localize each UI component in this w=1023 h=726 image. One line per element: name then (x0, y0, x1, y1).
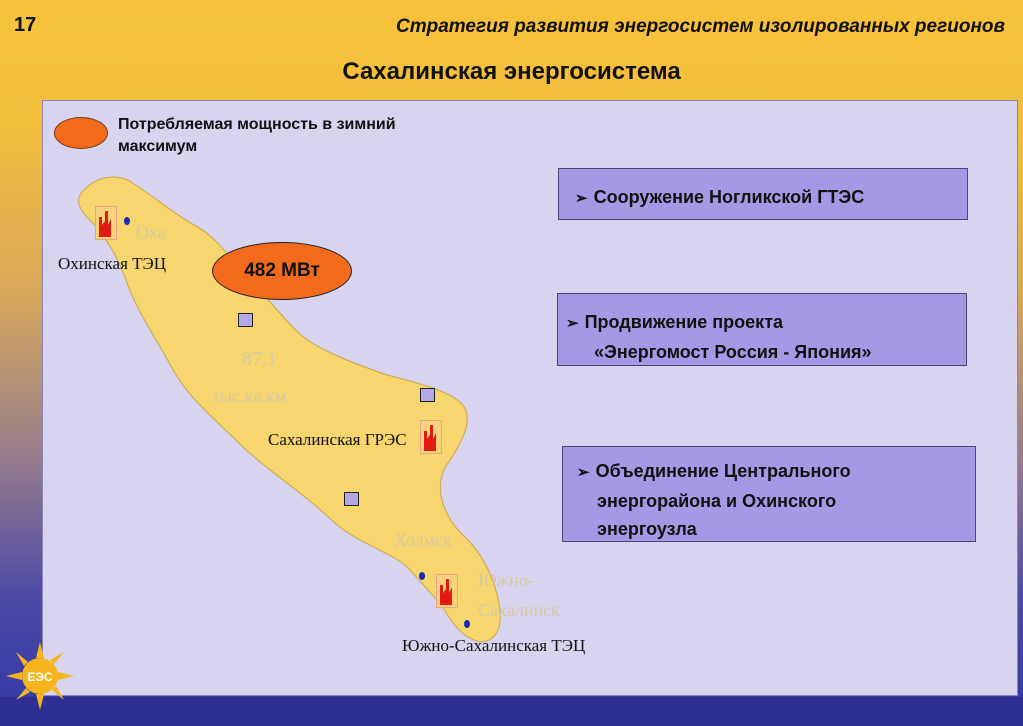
arrow-bullet-icon: ➢ (566, 315, 579, 332)
legend-text: Потребляемая мощность в зимний максимум (118, 116, 396, 155)
yuzhno-sakhalinsk-label-line2: Сахалинск (478, 600, 560, 620)
area-value: 87.1 (242, 348, 277, 370)
legend-power-ellipse (54, 117, 108, 149)
info-box-nogliki: ➢ Сооружение Ногликской ГТЭС (558, 168, 968, 220)
substation-square-icon (420, 388, 435, 402)
logo-text: ЕЭС (27, 670, 53, 684)
info-box-text: Сооружение Ногликской ГТЭС (593, 187, 865, 207)
energy-sun-logo-icon: ЕЭС (4, 640, 76, 712)
info-box-line: энергорайона и Охинского (597, 491, 837, 511)
footer-bar (0, 697, 1023, 726)
kholmsk-city-dot-icon (419, 572, 425, 580)
okha-city-dot-icon (124, 217, 130, 225)
yuzhno-sakhalinsk-tec-label: Южно-Сахалинская ТЭЦ (402, 636, 586, 655)
area-unit: тыс.кв.км (212, 386, 287, 406)
info-box-energy-bridge: ➢ Продвижение проекта «Энергомост Россия … (557, 293, 967, 366)
info-box-line: энергоузла (597, 519, 697, 539)
substation-square-icon (344, 492, 359, 506)
yuzhno-tec-factory-icon (436, 574, 458, 608)
slide-number: 17 (14, 14, 37, 36)
info-box-line: Продвижение проекта (584, 312, 784, 332)
yuzhno-sakhalinsk-label-line1: Южно- (478, 570, 534, 590)
sakhalin-gres-factory-icon (420, 420, 442, 454)
page-title: Сахалинская энергосистема (342, 58, 681, 85)
arrow-bullet-icon: ➢ (577, 464, 590, 481)
okha-city-label: Оха (136, 222, 166, 242)
presentation-subtitle: Стратегия развития энергосистем изолиров… (395, 16, 1005, 37)
info-box-line: «Энергомост Россия - Япония» (594, 342, 872, 362)
yuzhno-city-dot-icon (464, 620, 470, 628)
sakhalin-gres-label: Сахалинская ГРЭС (268, 430, 407, 449)
power-value-ellipse: 482 МВт (212, 242, 352, 300)
arrow-bullet-icon: ➢ (575, 190, 588, 207)
kholmsk-label: Холмск (394, 530, 452, 550)
substation-square-icon (238, 313, 253, 327)
okha-tec-factory-icon (95, 206, 117, 240)
okha-tec-label: Охинская ТЭЦ (58, 254, 167, 273)
info-box-integration: ➢ Объединение Центрального энергорайона и… (562, 446, 976, 542)
info-box-line: Объединение Центрального (595, 461, 851, 481)
